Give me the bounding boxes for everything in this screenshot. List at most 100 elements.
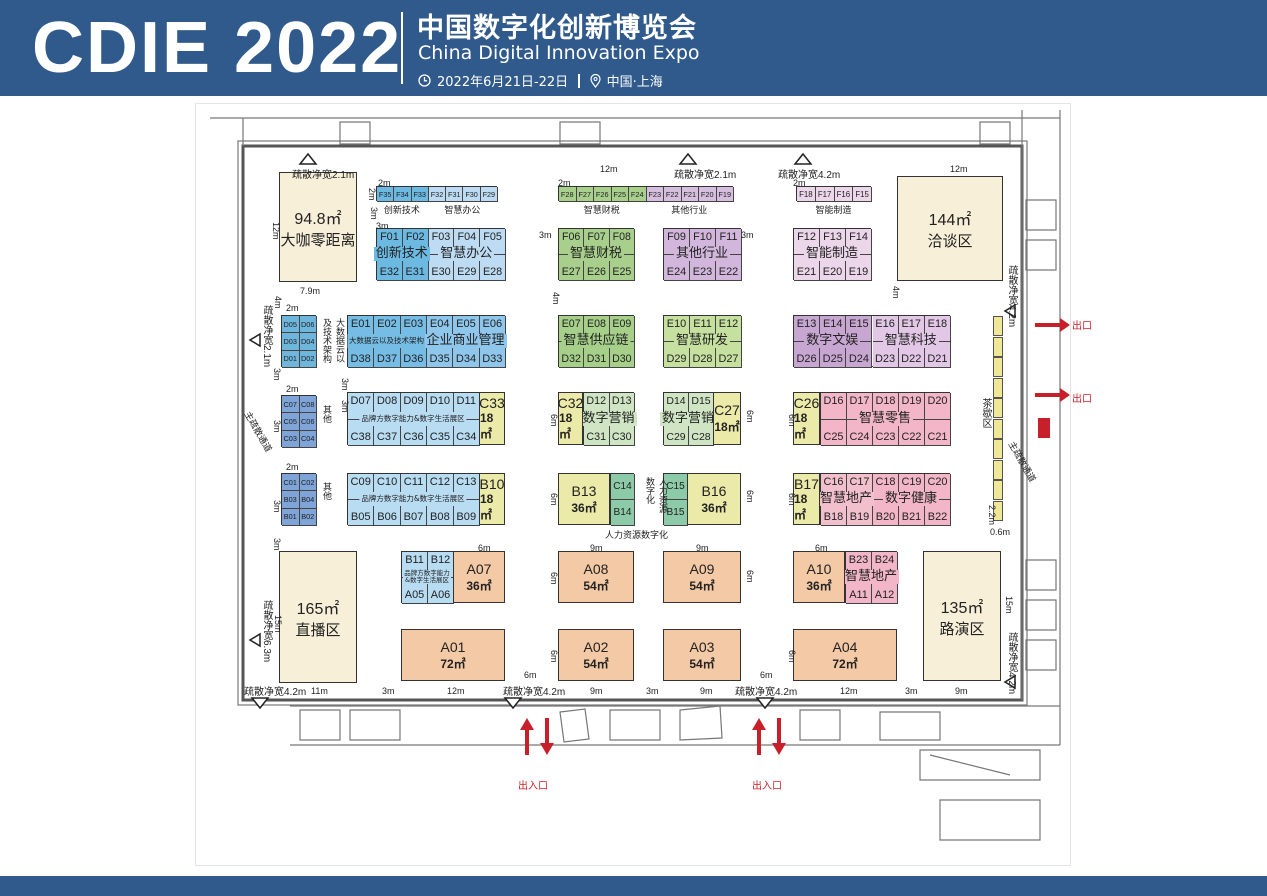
booth-F26[interactable]: F26	[594, 187, 612, 202]
tea-break-slot	[993, 377, 1003, 398]
booth-F15[interactable]: F15	[853, 187, 872, 202]
exit-label[interactable]: 出入口	[752, 781, 782, 792]
booth-F25[interactable]: F25	[611, 187, 629, 202]
booth-F27[interactable]: F27	[576, 187, 594, 202]
booth-F23[interactable]: F23	[646, 187, 664, 202]
booth-B02[interactable]: B02	[299, 508, 317, 526]
booth-B01[interactable]: B01	[282, 508, 300, 526]
exit-label[interactable]: 出口	[1072, 321, 1092, 332]
booth-D05[interactable]: D05	[282, 316, 300, 334]
booth-C34[interactable]: C34	[453, 419, 480, 446]
booth-D13[interactable]: D13	[609, 393, 635, 420]
booth-B14[interactable]: B14	[611, 500, 635, 526]
booth-D04[interactable]: D04	[299, 333, 317, 351]
evacuation-width-label: 疏散净宽4.2m	[503, 687, 566, 698]
booth-D07[interactable]: D07	[348, 393, 375, 420]
tea-break-slot	[993, 418, 1003, 439]
booth-E24[interactable]: E24	[664, 255, 690, 281]
booth-F20[interactable]: F20	[699, 187, 717, 202]
booth-D03[interactable]: D03	[282, 333, 300, 351]
booth-B03[interactable]: B03	[282, 491, 300, 509]
booth-C25[interactable]: C25	[821, 419, 847, 446]
booth-label: A09	[689, 560, 715, 577]
booth-D20[interactable]: D20	[925, 393, 951, 420]
booth-C14[interactable]: C14	[611, 474, 635, 500]
booth-F24[interactable]: F24	[629, 187, 647, 202]
booth-F29[interactable]: F29	[480, 187, 498, 202]
booth-C03[interactable]: C03	[282, 430, 300, 448]
dimension-label: 12m	[600, 164, 618, 174]
booth-C06[interactable]: C06	[299, 413, 317, 431]
dimension-label: 6m	[787, 414, 797, 427]
zone-label: 企业商业管理	[424, 333, 507, 348]
dimension-label: 2m	[286, 462, 299, 472]
booth-F28[interactable]: F28	[559, 187, 577, 202]
booth-C21[interactable]: C21	[925, 419, 951, 446]
booth-F18[interactable]: F18	[797, 187, 816, 202]
dimension-label: 15m	[1004, 596, 1014, 614]
dimension-label: 3m	[340, 378, 350, 391]
booth-D16[interactable]: D16	[821, 393, 847, 420]
booth-D01[interactable]: D01	[282, 350, 300, 368]
booth-label: A07	[466, 560, 492, 577]
dimension-label: 9m	[700, 686, 713, 696]
booth-F21[interactable]: F21	[681, 187, 699, 202]
booth-C05[interactable]: C05	[282, 413, 300, 431]
booth-F33[interactable]: F33	[411, 187, 429, 202]
tea-break-slot	[993, 480, 1003, 500]
location-pin-icon	[590, 73, 601, 88]
dimension-label: 2m	[367, 188, 377, 201]
booth-B04[interactable]: B04	[299, 491, 317, 509]
booth-F16[interactable]: F16	[834, 187, 854, 202]
dimension-label: 3m	[340, 400, 350, 413]
booth-D06[interactable]: D06	[299, 316, 317, 334]
booth-C02[interactable]: C02	[299, 474, 317, 492]
booth-F22[interactable]: F22	[664, 187, 682, 202]
exit-label[interactable]: 出入口	[518, 781, 548, 792]
booth-F17[interactable]: F17	[815, 187, 835, 202]
booth-C07[interactable]: C07	[282, 396, 300, 414]
booth-label: A03	[689, 638, 715, 655]
booth-F30[interactable]: F30	[463, 187, 481, 202]
dimension-label: 15m	[273, 615, 283, 633]
evacuation-width-label: 疏散净宽2.1m	[261, 305, 272, 368]
dimension-label: 4m	[891, 286, 901, 299]
dimension-label: 9m	[955, 686, 968, 696]
booth-area: 洽谈区	[927, 233, 973, 250]
booth-F31[interactable]: F31	[446, 187, 464, 202]
booth-area: 路演区	[939, 620, 985, 638]
booth-D02[interactable]: D02	[299, 350, 317, 368]
booth-A05[interactable]: A05	[402, 578, 428, 604]
booth-F34[interactable]: F34	[394, 187, 412, 202]
booth-C08[interactable]: C08	[299, 396, 317, 414]
booth-C01[interactable]: C01	[282, 474, 300, 492]
dimension-label: 7.9m	[300, 286, 321, 296]
booth-F32[interactable]: F32	[428, 187, 447, 202]
booth-F19[interactable]: F19	[716, 187, 734, 202]
booth-F35[interactable]: F35	[377, 187, 395, 202]
exit-label[interactable]: 出口	[1072, 394, 1092, 405]
booth-C04[interactable]: C04	[299, 430, 317, 448]
